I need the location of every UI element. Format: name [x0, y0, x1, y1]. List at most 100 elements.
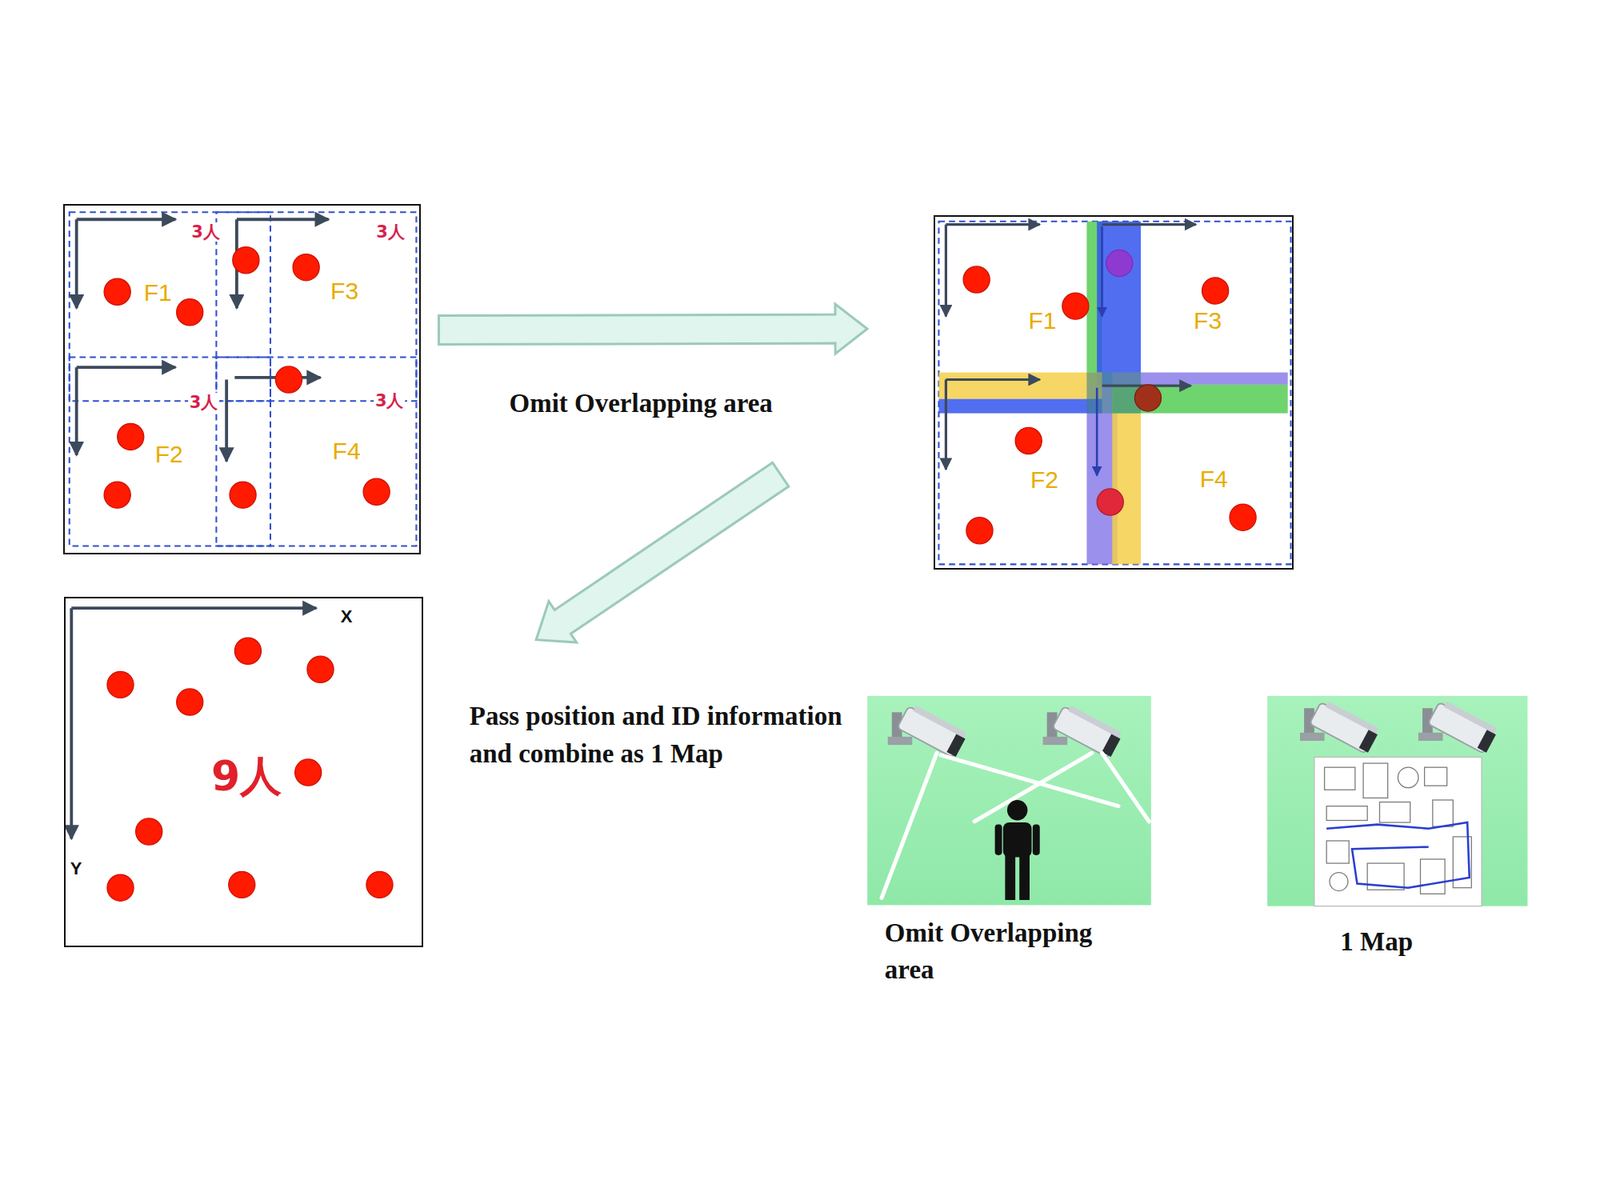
person-dot: [363, 478, 390, 505]
map-picture: [1397, 767, 1419, 788]
frame-label: F3: [328, 277, 360, 306]
person-dot: [1229, 504, 1256, 531]
person-dot: [307, 656, 334, 683]
person-dot: [176, 688, 204, 716]
map-picture: [1326, 840, 1349, 864]
overlap-band: [1086, 372, 1141, 414]
person-dot: [107, 874, 134, 901]
frame-label: F2: [1028, 466, 1060, 495]
person-dot: [232, 247, 260, 274]
person-dot: [1062, 292, 1089, 320]
person-dot: [1015, 427, 1042, 454]
camera-picture: [1019, 855, 1030, 900]
map-picture-box: 1 Map: [1267, 696, 1528, 907]
person-dot: [234, 637, 261, 664]
camera-picture: [1043, 702, 1124, 759]
combined-map-panel: X9人Y: [64, 596, 424, 948]
scan-arrow: [76, 217, 176, 221]
camera-picture: [1007, 800, 1028, 821]
map-picture: [1420, 859, 1446, 894]
scan-arrow: [1102, 223, 1196, 226]
overlap-band: [938, 221, 1288, 565]
scan-arrow: [75, 367, 79, 456]
map-picture: [1418, 698, 1500, 755]
person-dot: [228, 871, 256, 898]
map-picture: [1432, 800, 1454, 827]
axis-arrow: [69, 608, 73, 839]
person-dot: [963, 266, 990, 293]
map-picture: [1324, 767, 1356, 790]
map-picture: [1267, 696, 1528, 907]
camera-picture: [1003, 822, 1032, 857]
count-label: 3人: [374, 222, 407, 242]
scan-arrow: [1096, 388, 1099, 476]
camera-picture: [995, 824, 1003, 856]
axis-label: Y: [68, 859, 84, 880]
person-dot: [366, 871, 393, 898]
region-dashes: [216, 356, 416, 546]
region-dashes: [938, 221, 1291, 565]
camera-picture: [995, 800, 1040, 900]
picture-caption: 1 Map: [1340, 923, 1413, 960]
person-dot: [107, 637, 393, 901]
region-dashes: [69, 212, 417, 546]
frame-label: F1: [1026, 307, 1058, 336]
scan-arrow: [945, 378, 1040, 381]
map-picture: [1379, 802, 1410, 824]
overlap-band: [1096, 221, 1141, 385]
frame-label: F3: [1192, 307, 1224, 336]
frame-label: F4: [331, 437, 363, 466]
person-dot: [104, 481, 131, 508]
camera-picture: [1102, 752, 1150, 821]
person-dot: [107, 671, 134, 698]
map-picture: [1267, 696, 1528, 907]
scan-arrow: [944, 379, 948, 469]
block-arrow: [536, 462, 789, 643]
person-dot: [117, 423, 144, 450]
region-dashes: [69, 212, 271, 401]
frame-label: F2: [153, 440, 185, 469]
scan-arrow: [1096, 226, 1102, 476]
camera-picture: [888, 702, 969, 759]
axis-arrow: [71, 606, 316, 610]
camera-picture: [940, 755, 1119, 807]
axis-arrow: [71, 608, 316, 839]
route-scribble: [1326, 822, 1470, 888]
overlap-band: [938, 399, 1102, 414]
person-dot: [963, 250, 1256, 544]
person-dot: [295, 759, 322, 786]
edge-label: Pass position and ID information and com…: [469, 697, 846, 772]
camera-picture: [867, 696, 1152, 905]
edge-label: Omit Overlapping area: [508, 384, 773, 422]
frame-label: F4: [1198, 465, 1230, 494]
count-label: 3人: [189, 222, 222, 242]
map-picture: [1300, 698, 1381, 755]
camera-picture: [1032, 824, 1040, 856]
map-picture: [1326, 806, 1368, 821]
camera-picture: [881, 752, 937, 898]
scan-arrow: [1100, 226, 1104, 316]
map-picture: [1424, 767, 1448, 786]
person-dot: [1106, 250, 1133, 277]
person-dot: [229, 481, 256, 508]
person-dot: [275, 366, 302, 393]
total-count: 9人: [211, 752, 282, 801]
scan-arrow: [76, 219, 329, 461]
camera-picture: [867, 696, 1152, 905]
block-arrow: [438, 304, 868, 354]
map-picture: [1363, 763, 1388, 798]
picture-caption: Omit Overlapping area: [884, 914, 1141, 988]
person-dot: [104, 278, 131, 305]
count-label: 3人: [188, 392, 220, 412]
scan-arrow: [224, 379, 228, 461]
person-dot: [136, 818, 163, 845]
person-dot: [966, 517, 993, 544]
scan-arrow: [945, 223, 1040, 226]
person-dot: [104, 247, 390, 509]
map-picture: [1324, 763, 1472, 894]
count-label: 3人: [373, 391, 406, 411]
person-dot: [1134, 384, 1161, 412]
map-picture: [1329, 872, 1348, 892]
